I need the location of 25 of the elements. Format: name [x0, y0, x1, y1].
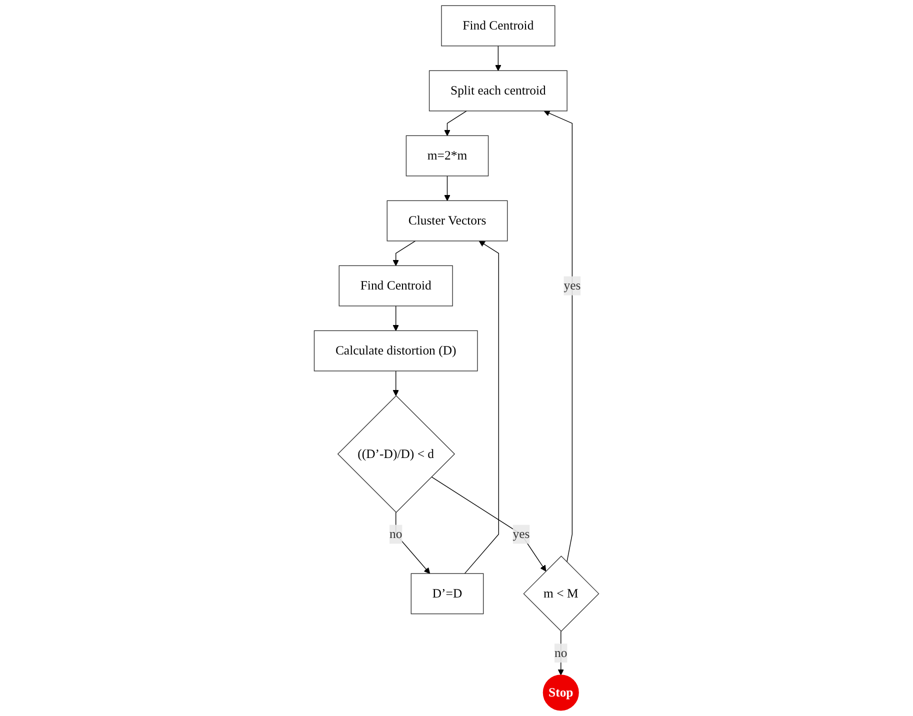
- arrow: [392, 240, 416, 266]
- arrow: [396, 512, 430, 574]
- node-box: Calculate distortion (D): [314, 330, 478, 372]
- node-diamond: m < M: [523, 556, 600, 632]
- arrow: [431, 476, 546, 572]
- arrow: [558, 630, 564, 676]
- node-box: Split each centroid: [428, 70, 568, 112]
- node-diamond: ((D’-D)/D) < d: [337, 395, 456, 513]
- node-box: D’=D: [410, 573, 484, 614]
- arrow: [444, 176, 450, 201]
- arrow: [444, 110, 467, 136]
- node-circle: Stop: [542, 674, 579, 711]
- edge-label: yes: [564, 278, 581, 293]
- edge-label: no: [389, 526, 402, 541]
- arrow: [495, 46, 502, 71]
- node-box: m=2*m: [406, 135, 489, 176]
- edge-label: no: [554, 646, 568, 660]
- node-box: Find Centroid: [441, 5, 556, 46]
- edge-label: yes: [512, 526, 530, 541]
- arrow: [392, 306, 399, 331]
- node-box: Cluster Vectors: [386, 200, 508, 242]
- arrow: [544, 110, 573, 563]
- node-box: Find Centroid: [338, 265, 453, 306]
- arrow: [464, 240, 499, 574]
- arrow: [392, 370, 399, 396]
